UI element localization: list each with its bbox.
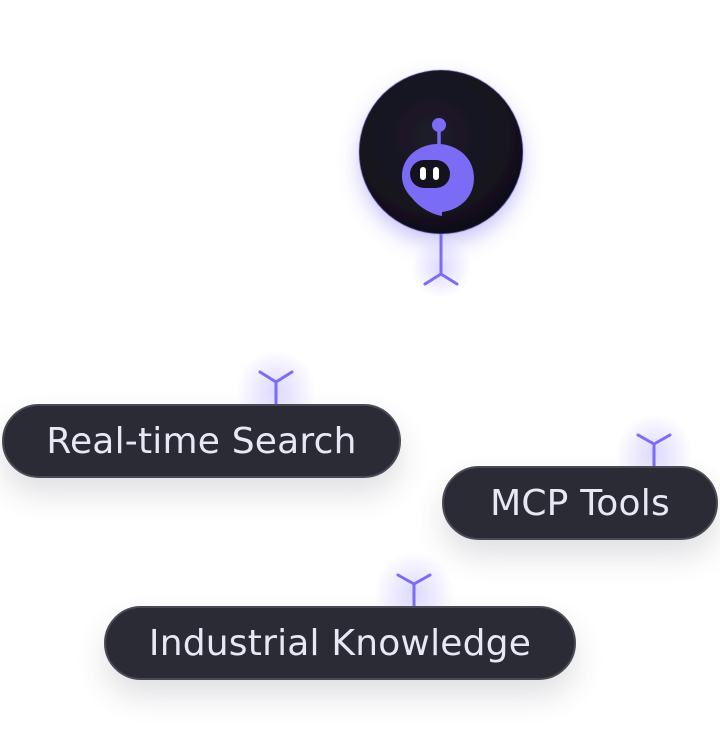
agent-node [355, 68, 527, 240]
robot-chat-icon [402, 118, 474, 216]
mcp-connector [636, 433, 672, 468]
search-connector [258, 370, 294, 406]
node-label: Industrial Knowledge [148, 622, 532, 664]
node-real-time-search: Real-time Search [2, 404, 401, 478]
node-mcp-tools: MCP Tools [442, 466, 718, 540]
node-label: Real-time Search [46, 420, 357, 462]
node-industrial-knowledge: Industrial Knowledge [104, 606, 576, 680]
node-label: MCP Tools [490, 482, 670, 524]
kb-connector [396, 573, 432, 608]
